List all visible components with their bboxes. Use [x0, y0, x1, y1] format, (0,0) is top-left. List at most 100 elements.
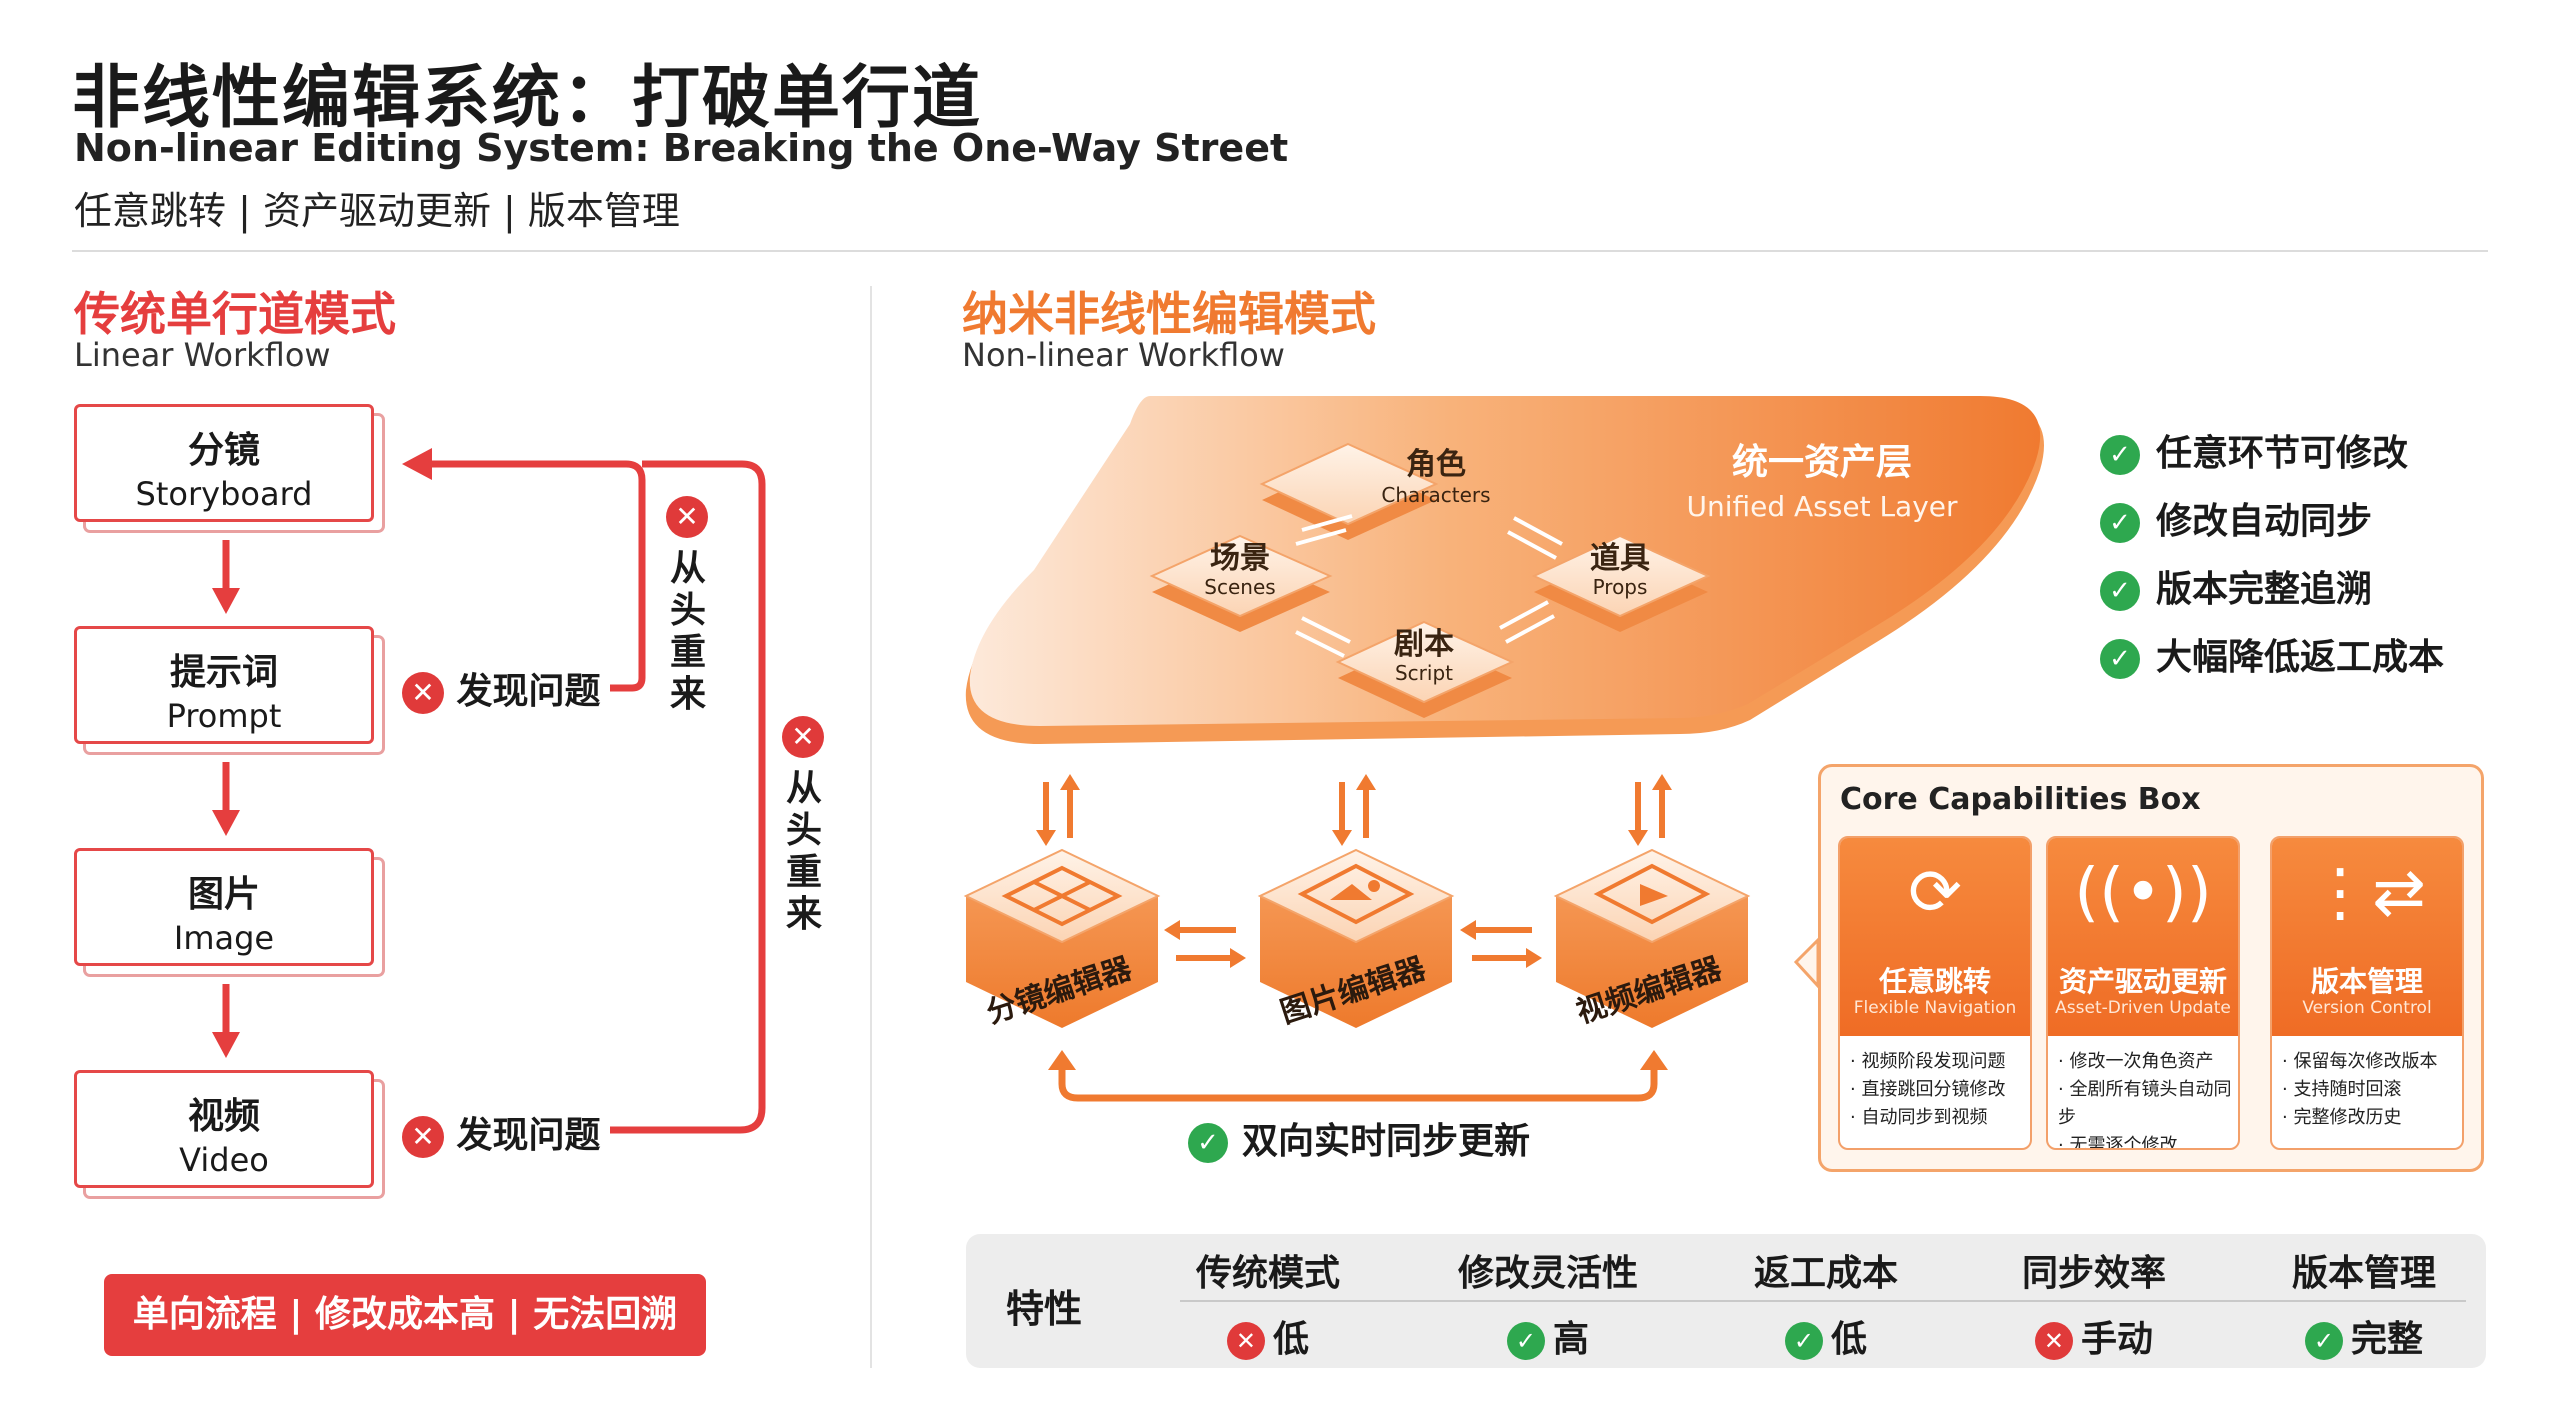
step-storyboard: 分镜 Storyboard [74, 404, 374, 522]
step-label-en: Storyboard [135, 475, 313, 513]
x-circle-icon: ✕ [1226, 1322, 1265, 1360]
restart-marker-outer: ✕ [782, 716, 824, 758]
asset-node-characters: 角色 Characters [1259, 442, 1491, 540]
page-title: 非线性编辑系统：打破单行道 [72, 59, 983, 138]
feedback-loop-inner [430, 460, 646, 692]
node-label-en: Props [1593, 575, 1648, 599]
cell-value: 手动 [2080, 1319, 2153, 1360]
benefit-item: ✓任意环节可修改 [2100, 424, 2408, 476]
capability-title: 资产驱动更新 [2058, 965, 2227, 998]
node-label-en: Characters [1381, 483, 1490, 507]
capability-point: · 完整修改历史 [2282, 1107, 2402, 1128]
step-label-zh: 分镜 [187, 430, 260, 471]
node-label-zh: 角色 [1406, 447, 1466, 482]
check-circle-icon: ✓ [2100, 639, 2140, 679]
capability-subtitle: Flexible Navigation [1853, 998, 2017, 1018]
refresh-icon: ⟳ [1908, 856, 1962, 930]
table-cell: ✕低 [1148, 1310, 1388, 1362]
image-editor[interactable]: 图片编辑器 [1257, 848, 1455, 1031]
cell-value: 完整 [2350, 1319, 2423, 1360]
bidirectional-sync-arrow [1058, 1066, 1658, 1102]
step-label-en: Image [173, 919, 275, 957]
sync-caption: ✓双向实时同步更新 [1188, 1112, 1530, 1164]
broadcast-icon: ((•)) [2074, 856, 2212, 930]
nonlinear-subtitle: Non-linear Workflow [962, 336, 1285, 374]
x-circle-icon: ✕ [2034, 1322, 2073, 1360]
step-image: 图片 Image [74, 848, 374, 966]
capability-card-navigation: ⟳ 任意跳转 Flexible Navigation · 视频阶段发现问题 · … [1838, 836, 2032, 1150]
benefit-item: ✓版本完整追溯 [2100, 560, 2372, 612]
check-circle-icon: ✓ [2100, 503, 2140, 543]
capability-point: · 修改一次角色资产 [2058, 1051, 2214, 1072]
table-header: 版本管理 [2291, 1253, 2436, 1294]
node-link-arrows [1295, 514, 1563, 658]
header-divider [72, 250, 2488, 252]
cell-value: 低 [1830, 1319, 1867, 1360]
check-circle-icon: ✓ [2304, 1322, 2343, 1360]
table-cell: ✓低 [1706, 1310, 1946, 1362]
editor-link-arrows [1176, 927, 1532, 961]
node-label-en: Script [1395, 661, 1453, 685]
x-circle-icon: ✕ [402, 1116, 444, 1158]
step-label-en: Video [179, 1141, 269, 1179]
step-label-zh: 提示词 [169, 652, 278, 693]
capability-point: · 全剧所有镜头自动同步 [2058, 1079, 2232, 1128]
capability-title: 任意跳转 [1878, 965, 1991, 998]
benefit-label: 修改自动同步 [2156, 501, 2373, 542]
version-branch-icon: ⋮⇄ [2308, 856, 2426, 930]
x-circle-icon: ✕ [666, 496, 708, 538]
linear-subtitle: Linear Workflow [74, 336, 331, 374]
capability-subtitle: Asset-Driven Update [2055, 998, 2231, 1018]
linear-summary-banner: 单向流程 | 修改成本高 | 无法回溯 [104, 1274, 706, 1356]
table-cell: ✓高 [1428, 1310, 1668, 1362]
benefit-label: 版本完整追溯 [2156, 569, 2373, 610]
page-subtitle: Non-linear Editing System: Breaking the … [74, 126, 1289, 170]
table-cell: ✕手动 [1974, 1310, 2214, 1362]
asset-node-scenes: 场景 Scenes [1149, 534, 1333, 632]
node-label-zh: 场景 [1210, 541, 1270, 576]
issue-label: 发现问题 [456, 1115, 601, 1156]
restart-label-outer: 从头重来 [785, 768, 822, 935]
node-label-en: Scenes [1204, 575, 1275, 599]
issue-marker-video: ✕ 发现问题 [402, 1106, 601, 1158]
restart-marker-inner: ✕ [666, 496, 708, 538]
issue-label: 发现问题 [456, 671, 601, 712]
benefit-item: ✓ 修改自动同步 [2100, 492, 2372, 544]
section-divider [870, 286, 872, 1368]
node-label-zh: 剧本 [1394, 627, 1454, 662]
asset-layer-subtitle: Unified Asset Layer [1686, 490, 1958, 523]
film-icon [1593, 863, 1711, 925]
check-circle-icon: ✓ [1784, 1322, 1823, 1360]
image-icon [1297, 863, 1415, 925]
check-circle-icon: ✓ [1506, 1322, 1545, 1360]
step-label-en: Prompt [166, 697, 282, 735]
step-video: 视频 Video [74, 1070, 374, 1188]
benefit-label: 任意环节可修改 [2156, 433, 2409, 474]
storyboard-editor[interactable]: 分镜编辑器 [963, 848, 1161, 1031]
video-editor[interactable]: 视频编辑器 [1553, 848, 1751, 1031]
table-header: 修改灵活性 [1457, 1253, 1638, 1294]
x-circle-icon: ✕ [782, 716, 824, 758]
linear-title: 传统单行道模式 [74, 287, 396, 341]
feature-label: 特性 [1006, 1287, 1083, 1331]
capability-point: · 保留每次修改版本 [2282, 1051, 2438, 1072]
capability-point: · 视频阶段发现问题 [1850, 1051, 2006, 1072]
capability-title: 版本管理 [2310, 965, 2423, 998]
page-tags: 任意跳转 | 资产驱动更新 | 版本管理 [74, 189, 680, 233]
node-label-zh: 道具 [1590, 541, 1650, 576]
benefit-item: ✓ 大幅降低返工成本 [2100, 628, 2444, 680]
cell-value: 低 [1272, 1319, 1309, 1360]
linear-flow-arrows [212, 448, 766, 1134]
capability-point: · 无需逐个修改 [2058, 1135, 2178, 1150]
step-label-zh: 视频 [187, 1096, 260, 1137]
storyboard-grid-icon [1001, 865, 1123, 927]
nonlinear-title: 纳米非线性编辑模式 [962, 287, 1376, 341]
table-divider [1180, 1300, 2466, 1302]
step-label-zh: 图片 [187, 874, 260, 915]
step-prompt: 提示词 Prompt [74, 626, 374, 744]
asset-layer-title: 统一资产层 [1732, 442, 1912, 483]
benefit-label: 大幅降低返工成本 [2156, 637, 2445, 678]
capability-point: · 自动同步到视频 [1850, 1107, 1988, 1128]
table-cell: ✓完整 [2244, 1310, 2484, 1362]
layer-editor-arrows [1043, 782, 1665, 838]
